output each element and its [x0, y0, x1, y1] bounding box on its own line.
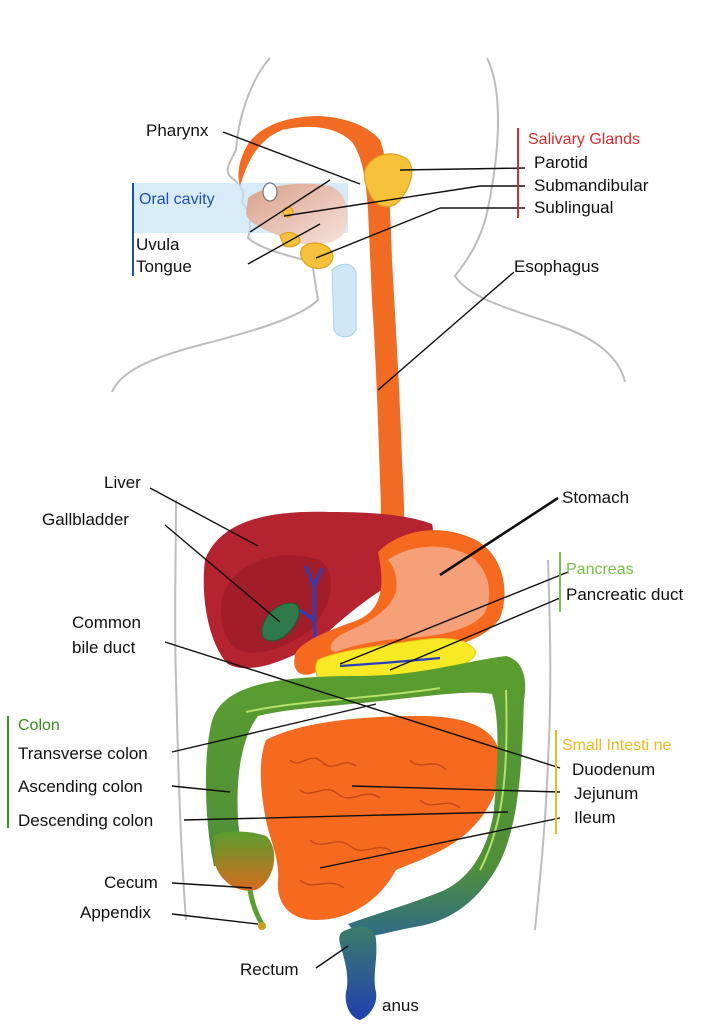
label-pancreatic-duct: Pancreatic duct: [566, 585, 683, 604]
label-submandibular: Submandibular: [534, 176, 649, 195]
labels: Pharynx Oral cavity Uvula Tongue Salivar…: [18, 121, 683, 1015]
label-ileum: Ileum: [574, 808, 616, 827]
rectum-shape: [339, 926, 377, 1020]
label-stomach: Stomach: [562, 488, 629, 507]
label-oral-cavity: Oral cavity: [139, 191, 215, 208]
label-sublingual: Sublingual: [534, 198, 613, 217]
label-pharynx: Pharynx: [146, 121, 209, 140]
label-duodenum: Duodenum: [572, 760, 655, 779]
leader-lines: [149, 131, 569, 969]
label-liver: Liver: [104, 473, 141, 492]
small-intestine-shape: [260, 716, 500, 920]
salivary-glands-shapes: [279, 153, 413, 269]
label-tongue: Tongue: [136, 257, 192, 276]
label-gallbladder: Gallbladder: [42, 510, 129, 529]
label-pancreas: Pancreas: [566, 561, 634, 578]
label-parotid: Parotid: [534, 153, 588, 172]
label-ascending-colon: Ascending colon: [18, 777, 143, 796]
gallbladder-shape: [261, 565, 324, 677]
label-esophagus: Esophagus: [514, 257, 599, 276]
label-small-intestine: Small Intesti ne: [562, 737, 671, 754]
label-common-bile-duct-line1: Common: [72, 613, 141, 632]
label-transverse-colon: Transverse colon: [18, 744, 148, 763]
liver-shape: [203, 511, 434, 669]
label-rectum: Rectum: [240, 960, 299, 979]
label-appendix: Appendix: [80, 903, 151, 922]
colon-shape: [205, 656, 526, 938]
label-cecum: Cecum: [104, 873, 158, 892]
label-common-bile-duct-line2: bile duct: [72, 638, 136, 657]
label-uvula: Uvula: [136, 235, 180, 254]
label-salivary-glands: Salivary Glands: [528, 131, 640, 148]
trachea-shape: [331, 263, 357, 338]
label-descending-colon: Descending colon: [18, 811, 153, 830]
label-jejunum: Jejunum: [574, 784, 638, 803]
label-anus: anus: [382, 996, 419, 1015]
label-colon: Colon: [18, 717, 60, 734]
